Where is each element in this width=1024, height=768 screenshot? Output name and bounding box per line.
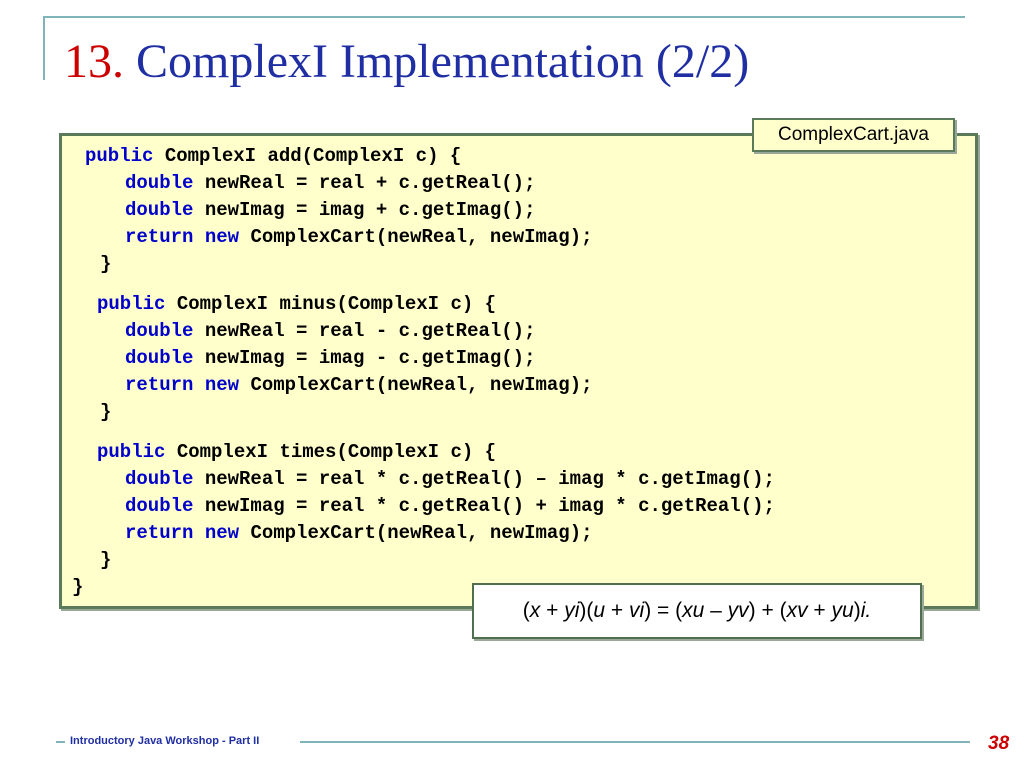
code-text: newImag = imag + c.getImag(); bbox=[193, 199, 536, 221]
title-accent-vertical-line bbox=[43, 16, 45, 80]
code-line: double newImag = imag - c.getImag(); bbox=[125, 347, 535, 369]
code-text: ComplexCart(newReal, newImag); bbox=[239, 522, 593, 544]
code-text: } bbox=[72, 576, 84, 598]
code-keyword: double bbox=[125, 320, 194, 342]
code-text: ComplexI add(ComplexI c) { bbox=[153, 145, 462, 167]
formula-variable: xv bbox=[786, 599, 808, 622]
code-text: newImag = real * c.getReal() + imag * c.… bbox=[193, 495, 775, 517]
formula-operator: ) bbox=[853, 599, 861, 622]
title-accent-horizontal-line bbox=[43, 16, 965, 18]
code-keyword: double bbox=[125, 468, 194, 490]
code-line: public ComplexI add(ComplexI c) { bbox=[85, 145, 461, 167]
code-line: double newReal = real * c.getReal() – im… bbox=[125, 468, 775, 490]
formula-variable: yu bbox=[831, 599, 854, 622]
code-line: } bbox=[72, 576, 83, 598]
formula-variable: vi bbox=[629, 599, 645, 622]
page-number: 38 bbox=[988, 733, 1010, 754]
footer-line-right bbox=[300, 741, 970, 743]
slide-title-number: 13. bbox=[64, 35, 124, 88]
code-text: newReal = real + c.getReal(); bbox=[193, 172, 536, 194]
code-line: double newReal = real + c.getReal(); bbox=[125, 172, 535, 194]
code-text: newReal = real * c.getReal() – imag * c.… bbox=[193, 468, 775, 490]
code-keyword: new bbox=[204, 226, 240, 248]
formula-operator: + bbox=[540, 599, 565, 622]
code-keyword: public bbox=[97, 293, 166, 315]
code-text: newReal = real - c.getReal(); bbox=[193, 320, 536, 342]
formula-operator: ) + ( bbox=[748, 599, 787, 622]
formula-operator: ) = ( bbox=[644, 599, 683, 622]
formula-variable: xu bbox=[682, 599, 705, 622]
footer-text: Introductory Java Workshop - Part II bbox=[70, 735, 260, 747]
code-text bbox=[193, 226, 204, 248]
code-line: } bbox=[100, 549, 111, 571]
formula-variable: yi bbox=[564, 599, 580, 622]
formula-variable: i. bbox=[860, 599, 872, 622]
code-text: } bbox=[100, 253, 112, 275]
code-text bbox=[193, 522, 204, 544]
code-keyword: new bbox=[204, 522, 240, 544]
code-keyword: double bbox=[125, 495, 194, 517]
formula-variable: u bbox=[593, 599, 606, 622]
code-line: return new ComplexCart(newReal, newImag)… bbox=[125, 522, 593, 544]
multiplication-formula: (x + yi)(u + vi) = (xu – yv) + (xv + yu)… bbox=[472, 583, 922, 639]
formula-operator: + bbox=[807, 599, 832, 622]
code-line: return new ComplexCart(newReal, newImag)… bbox=[125, 226, 593, 248]
code-text: ComplexI times(ComplexI c) { bbox=[165, 441, 497, 463]
code-text: } bbox=[100, 401, 112, 423]
code-line: public ComplexI times(ComplexI c) { bbox=[97, 441, 496, 463]
slide-title: 13. ComplexI Implementation (2/2) bbox=[64, 38, 749, 86]
filename-label: ComplexCart.java bbox=[752, 118, 955, 152]
code-line: } bbox=[100, 401, 111, 423]
code-text bbox=[193, 374, 204, 396]
code-line: return new ComplexCart(newReal, newImag)… bbox=[125, 374, 593, 396]
code-keyword: double bbox=[125, 199, 194, 221]
formula-variable: yv bbox=[727, 599, 749, 622]
code-keyword: return bbox=[125, 522, 194, 544]
code-keyword: return bbox=[125, 226, 194, 248]
code-line: double newImag = imag + c.getImag(); bbox=[125, 199, 535, 221]
formula-operator: )( bbox=[579, 599, 594, 622]
code-line: double newReal = real - c.getReal(); bbox=[125, 320, 535, 342]
code-line: public ComplexI minus(ComplexI c) { bbox=[97, 293, 496, 315]
code-keyword: return bbox=[125, 374, 194, 396]
footer-line-left bbox=[56, 741, 65, 743]
code-keyword: new bbox=[204, 374, 240, 396]
formula-operator: ( bbox=[522, 599, 530, 622]
code-text: ComplexCart(newReal, newImag); bbox=[239, 374, 593, 396]
code-panel: public ComplexI add(ComplexI c) { double … bbox=[59, 133, 978, 609]
formula-operator: – bbox=[704, 599, 728, 622]
code-text: ComplexCart(newReal, newImag); bbox=[239, 226, 593, 248]
formula-operator: + bbox=[605, 599, 630, 622]
code-text: ComplexI minus(ComplexI c) { bbox=[165, 293, 497, 315]
code-keyword: public bbox=[97, 441, 166, 463]
formula-variable: x bbox=[529, 599, 541, 622]
code-keyword: double bbox=[125, 172, 194, 194]
code-line: double newImag = real * c.getReal() + im… bbox=[125, 495, 775, 517]
code-text: } bbox=[100, 549, 112, 571]
code-text: newImag = imag - c.getImag(); bbox=[193, 347, 536, 369]
slide-title-text: ComplexI Implementation (2/2) bbox=[136, 35, 750, 88]
code-line: } bbox=[100, 253, 111, 275]
code-keyword: double bbox=[125, 347, 194, 369]
code-keyword: public bbox=[85, 145, 154, 167]
